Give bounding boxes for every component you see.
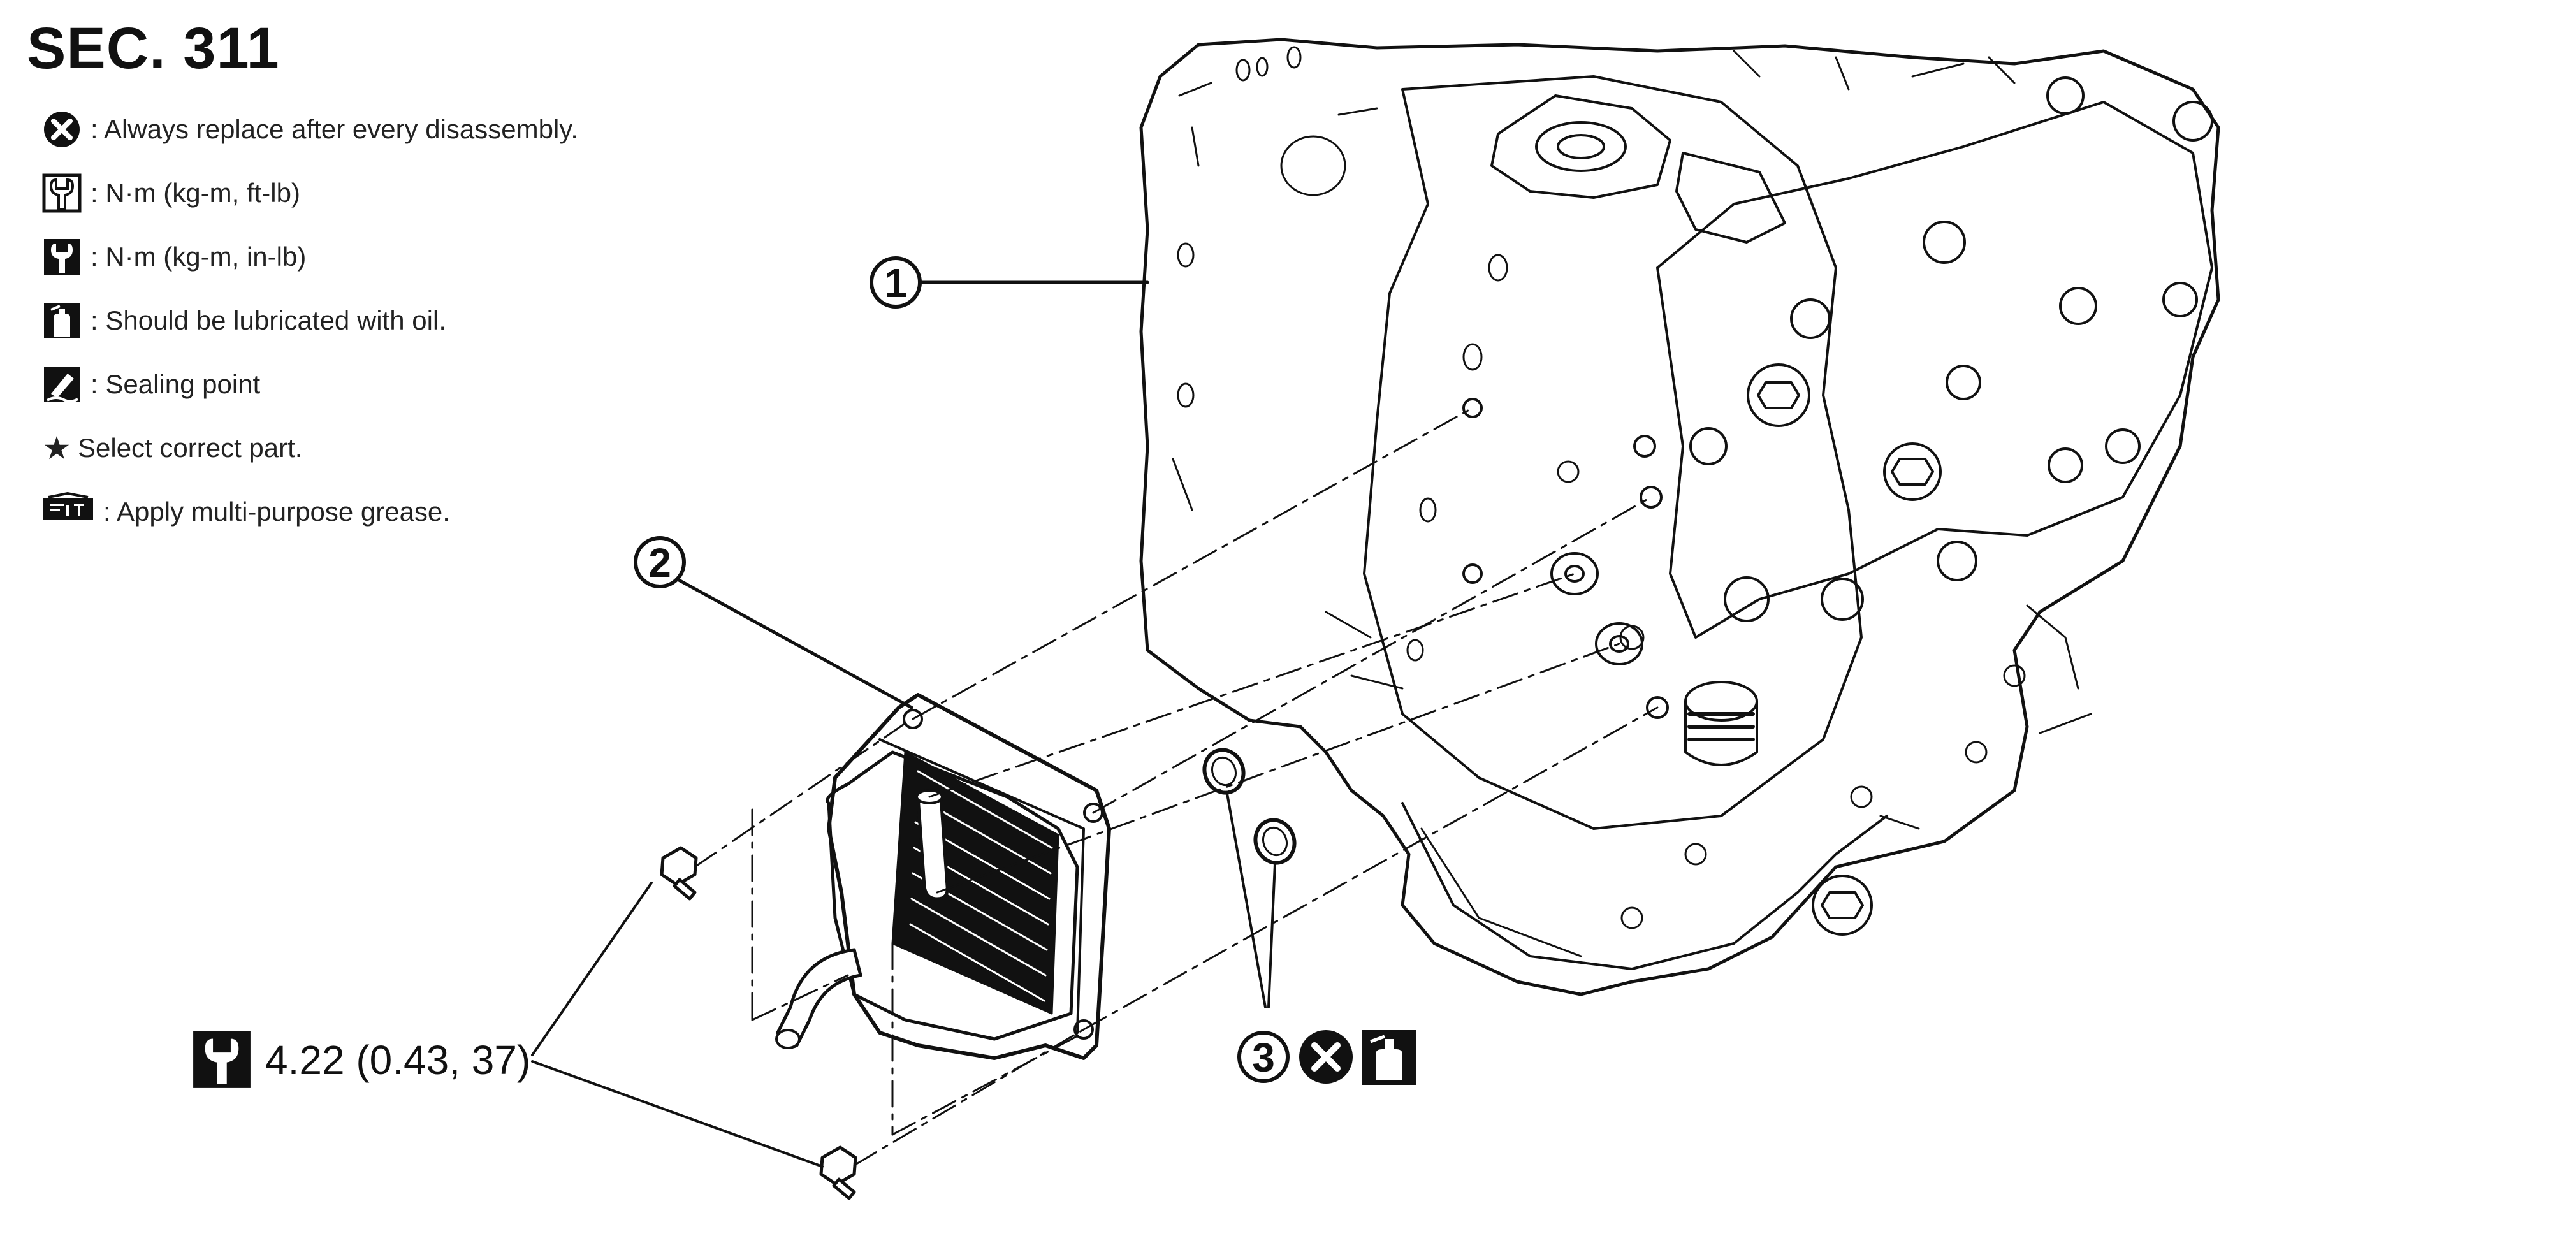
legend-item-grease: : Apply multi-purpose grease. <box>42 492 667 532</box>
legend-item-torque-ftlb: : N·m (kg-m, ft-lb) <box>42 173 667 213</box>
symbol-legend: : Always replace after every disassembly… <box>42 110 667 556</box>
grease-icon <box>42 492 94 532</box>
section-title: SEC. 311 <box>27 16 280 81</box>
fluid-cooler <box>775 693 1111 1060</box>
legend-text: : N·m (kg-m, ft-lb) <box>91 178 300 208</box>
legend-text: Select correct part. <box>78 433 303 463</box>
callout-number: 3 <box>1252 1035 1275 1080</box>
oil-can-icon <box>1362 1030 1416 1085</box>
replace-x-icon <box>42 110 82 149</box>
legend-item-star: ★ Select correct part. <box>42 428 667 468</box>
transaxle-housing <box>1139 38 2220 996</box>
callout-1: 1 <box>870 256 922 309</box>
o-rings <box>1202 748 1297 865</box>
legend-text: : Apply multi-purpose grease. <box>103 497 450 527</box>
cooler-bolts <box>660 846 857 1200</box>
legend-item-torque-inlb: : N·m (kg-m, in-lb) <box>42 237 667 277</box>
callout-2: 2 <box>634 536 686 588</box>
torque-wrench-inlb-icon <box>191 1029 252 1090</box>
torque-wrench-ftlb-icon <box>42 173 82 213</box>
torque-wrench-inlb-icon <box>42 237 82 277</box>
legend-text: : Always replace after every disassembly… <box>91 114 578 144</box>
torque-spec: 4.22 (0.43, 37) <box>265 1037 531 1083</box>
legend-text: : N·m (kg-m, in-lb) <box>91 242 307 272</box>
callout-number: 1 <box>884 260 907 306</box>
oil-can-icon <box>42 301 82 340</box>
sealing-point-icon <box>42 365 82 404</box>
callout-3: 3 <box>1237 1031 1290 1083</box>
legend-text: : Should be lubricated with oil. <box>91 305 446 335</box>
replace-x-icon <box>1299 1030 1353 1084</box>
legend-text: : Sealing point <box>91 369 261 399</box>
legend-item-oil: : Should be lubricated with oil. <box>42 301 667 340</box>
oil-filter <box>1684 681 1758 766</box>
legend-item-sealing: : Sealing point <box>42 365 667 404</box>
callout-number: 2 <box>648 540 671 586</box>
legend-item-replace: : Always replace after every disassembly… <box>42 110 667 149</box>
star-icon: ★ <box>42 430 71 466</box>
